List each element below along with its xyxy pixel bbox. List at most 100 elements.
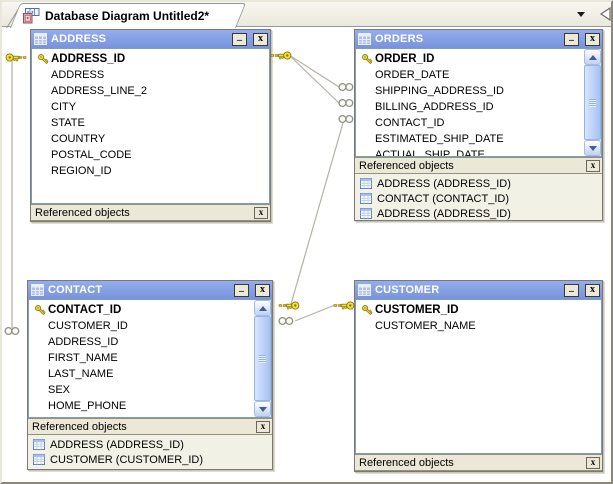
referenced-object-item[interactable]: ADDRESS (ADDRESS_ID) [355,176,602,191]
field-row[interactable]: CUSTOMER_ID [29,318,271,334]
field-name: SEX [48,384,71,396]
field-row[interactable]: CITY [32,99,269,115]
field-row[interactable]: CONTACT_ID [29,302,271,318]
scrollbar-thumb[interactable] [584,65,601,140]
field-name: FIRST_NAME [48,352,118,364]
referenced-objects-close-button[interactable]: x [254,206,268,219]
relation-many-side-icon[interactable] [3,326,21,336]
field-name: CONTACT_ID [375,117,445,129]
referenced-object-label: CONTACT (CONTACT_ID) [377,192,509,205]
referenced-objects-label: Referenced objects [35,206,130,219]
minimize-button[interactable]: _ [564,31,579,46]
field-row[interactable]: ESTIMATED_SHIP_DATE [356,131,601,147]
field-list: ADDRESS_ID ADDRESS ADDRESS_LINE_2 CITY S… [31,48,270,204]
field-name: ACTUAL_SHIP_DATE [375,149,485,157]
scroll-up-button[interactable] [254,300,271,316]
relation-one-side-key-icon[interactable] [5,52,27,63]
field-row[interactable]: CUSTOMER_NAME [356,318,601,334]
referenced-objects-bar: Referenced objects x [28,418,272,435]
titlebar-contact[interactable]: CONTACT _ x [28,281,272,299]
tab-list-dropdown-icon[interactable] [577,12,585,17]
window-title: ADDRESS [51,33,107,45]
field-row[interactable]: CONTACT_ID [356,115,601,131]
scrollbar-thumb[interactable] [254,316,271,401]
entity-window-address: ADDRESS _ x ADDRESS_ID ADDRESS ADDRESS_L… [30,29,271,222]
entity-window-contact: CONTACT _ x CONTACT_ID CUSTOMER_ID [27,280,273,470]
field-name: ADDRESS_LINE_2 [51,85,147,97]
referenced-object-item[interactable]: ADDRESS (ADDRESS_ID) [28,437,272,452]
referenced-objects-bar: Referenced objects x [355,157,602,174]
field-row[interactable]: STATE [32,115,269,131]
field-row[interactable]: ADDRESS_ID [32,51,269,67]
titlebar-address[interactable]: ADDRESS _ x [31,30,270,48]
field-row[interactable]: ORDER_DATE [356,67,601,83]
field-name: POSTAL_CODE [51,149,132,161]
close-button[interactable]: x [585,32,600,46]
primary-key-icon [32,304,48,317]
field-row[interactable]: ACTUAL_SHIP_DATE [356,147,601,157]
field-row[interactable]: FIRST_NAME [29,350,271,366]
relation-many-side-icon[interactable] [337,114,355,124]
vertical-scrollbar[interactable] [254,300,271,417]
relation-one-side-key-icon[interactable] [278,300,300,311]
field-row[interactable]: HOME_PHONE [29,398,271,414]
relation-many-side-icon[interactable] [337,98,355,108]
field-row[interactable]: SHIPPING_ADDRESS_ID [356,83,601,99]
referenced-objects-close-button[interactable]: x [586,159,600,172]
relation-one-side-key-icon[interactable] [270,50,292,61]
vertical-scrollbar[interactable] [584,49,601,156]
scroll-up-button[interactable] [584,49,601,65]
minimize-button[interactable]: _ [232,31,247,46]
field-row[interactable]: CUSTOMER_ID [356,302,601,318]
close-button[interactable]: x [255,283,270,297]
field-row[interactable]: ORDER_ID [356,51,601,67]
scroll-down-button[interactable] [254,401,271,417]
close-button[interactable]: x [585,283,600,297]
titlebar-orders[interactable]: ORDERS _ x [355,30,602,48]
field-row[interactable]: ADDRESS [32,67,269,83]
field-row[interactable]: LAST_NAME [29,366,271,382]
field-list: CUSTOMER_ID CUSTOMER_NAME [355,299,602,454]
referenced-objects-close-button[interactable]: x [586,456,600,469]
referenced-objects-list: ADDRESS (ADDRESS_ID) CUSTOMER (CUSTOMER_… [28,435,272,469]
field-row[interactable]: BUSINESS_PHONE [29,414,271,417]
table-icon [358,284,371,296]
field-name: COUNTRY [51,133,106,145]
field-row[interactable]: ADDRESS_ID [29,334,271,350]
window-title: ORDERS [375,33,424,45]
scroll-down-button[interactable] [584,140,601,156]
field-name: SHIPPING_ADDRESS_ID [375,85,504,97]
referenced-object-item[interactable]: CUSTOMER (CUSTOMER_ID) [28,452,272,467]
field-row[interactable]: COUNTRY [32,131,269,147]
field-name: BUSINESS_PHONE [48,416,149,417]
table-icon [358,33,371,45]
tab-scroll-prev-icon[interactable] [599,6,611,26]
table-icon [360,193,372,204]
relation-many-side-icon[interactable] [337,82,355,92]
relation-many-side-icon[interactable] [277,316,295,326]
entity-window-customer: CUSTOMER _ x CUSTOMER_ID CUSTOMER_NAME R… [354,280,603,472]
field-name: ESTIMATED_SHIP_DATE [375,133,504,145]
relation-one-side-key-icon[interactable] [333,300,355,311]
field-list: CONTACT_ID CUSTOMER_ID ADDRESS_ID FIRST_… [28,299,272,418]
table-icon [31,284,44,296]
field-name: STATE [51,117,85,129]
field-row[interactable]: POSTAL_CODE [32,147,269,163]
referenced-object-item[interactable]: CONTACT (CONTACT_ID) [355,191,602,206]
field-row[interactable]: ADDRESS_LINE_2 [32,83,269,99]
referenced-object-item[interactable]: ADDRESS (ADDRESS_ID) [355,206,602,220]
tab-database-diagram[interactable]: Database Diagram Untitled2* [10,3,236,28]
minimize-button[interactable]: _ [564,282,579,297]
field-name: ADDRESS_ID [48,336,119,348]
close-button[interactable]: x [253,32,268,46]
referenced-object-label: ADDRESS (ADDRESS_ID) [377,177,511,190]
titlebar-customer[interactable]: CUSTOMER _ x [355,281,602,299]
field-row[interactable]: REGION_ID [32,163,269,179]
minimize-button[interactable]: _ [234,282,249,297]
field-name: ORDER_ID [375,53,435,65]
referenced-objects-close-button[interactable]: x [256,420,270,433]
field-row[interactable]: SEX [29,382,271,398]
field-row[interactable]: BILLING_ADDRESS_ID [356,99,601,115]
field-name: HOME_PHONE [48,400,127,412]
